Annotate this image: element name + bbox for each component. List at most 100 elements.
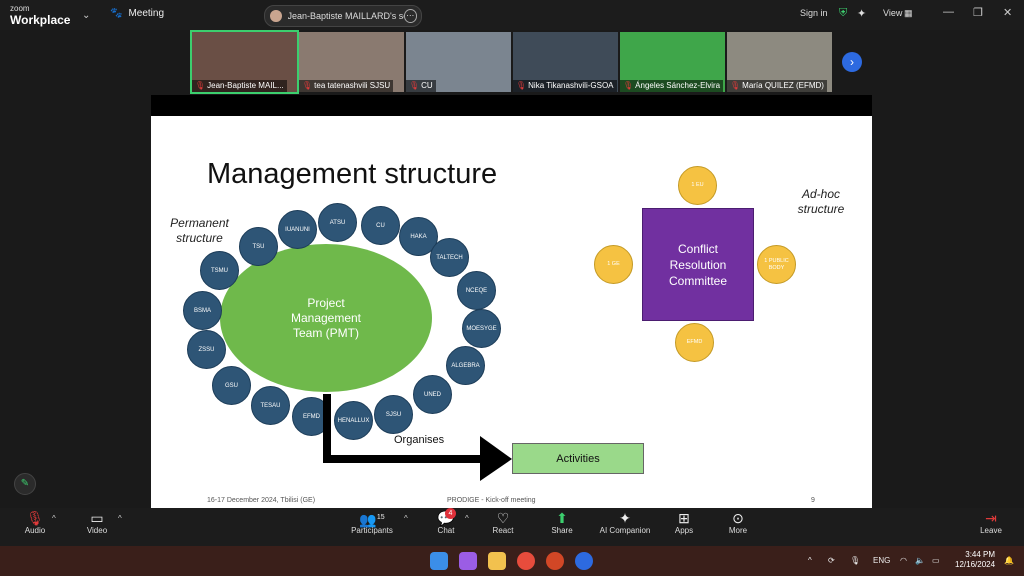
next-page-icon[interactable]: › — [842, 52, 862, 72]
sync-icon[interactable]: ⟳ — [828, 556, 835, 565]
video-label: Video — [86, 526, 108, 535]
react-button[interactable]: ♡React — [488, 510, 518, 535]
participant-thumbnail[interactable]: 🎙tea tatenashvili SJSU — [299, 32, 404, 92]
powerpoint-icon[interactable] — [546, 552, 564, 570]
shield-icon[interactable]: ⛨ — [839, 7, 848, 19]
heart-icon: ♡ — [496, 510, 510, 526]
react-label: React — [492, 526, 514, 535]
participant-thumbnail[interactable]: 🎙Ángeles Sánchez-Elvira — [620, 32, 725, 92]
brand-large: Workplace — [10, 13, 71, 27]
participant-thumbnail[interactable]: 🎙CU — [406, 32, 511, 92]
member-circle: MOESYGE — [462, 309, 501, 348]
organises-label: Organises — [394, 434, 445, 446]
restore-icon[interactable]: ❐ — [973, 7, 983, 19]
meeting-label: Meeting — [128, 8, 165, 19]
organises-arrow — [323, 394, 512, 481]
member-circle: UNED — [413, 375, 452, 414]
close-icon[interactable]: ✕ — [1003, 7, 1013, 19]
chat-options-icon[interactable]: ^ — [465, 514, 469, 523]
leave-label: Leave — [980, 526, 1002, 535]
slide-title: Management structure — [207, 158, 498, 190]
apps-label: Apps — [674, 526, 694, 535]
participant-thumbnail[interactable]: 🎙Jean-Baptiste MAIL... — [190, 30, 299, 94]
minimize-icon[interactable]: — — [943, 6, 954, 18]
more-icon[interactable]: ⋯ — [403, 9, 417, 23]
language-indicator[interactable]: ENG — [873, 556, 891, 565]
chrome-icon[interactable] — [517, 552, 535, 570]
sparkle-icon: ✦ — [619, 510, 631, 526]
participants-count: 15 — [376, 514, 385, 521]
video-options-icon[interactable]: ^ — [118, 514, 122, 523]
participant-thumbnail[interactable]: 🎙María QUILEZ (EFMD) — [727, 32, 832, 92]
more-label: More — [728, 526, 748, 535]
leave-button[interactable]: ⇥Leave — [976, 510, 1006, 535]
avatar — [270, 10, 282, 22]
member-circle: TSU — [239, 227, 278, 266]
participant-name: 🎙Ángeles Sánchez-Elvira — [620, 80, 724, 92]
video-button[interactable]: ▭Video — [82, 510, 112, 535]
member-circle: TSMU — [200, 251, 239, 290]
windows-taskbar — [0, 546, 1024, 576]
copilot-icon[interactable] — [459, 552, 477, 570]
clock[interactable]: 3:44 PM 12/16/2024 — [955, 550, 995, 570]
volume-icon[interactable]: 🔈 — [915, 556, 925, 565]
ai-companion-button[interactable]: ✦AI Companion — [597, 510, 653, 535]
battery-icon[interactable]: ▭ — [932, 556, 940, 565]
member-circle: GSU — [212, 366, 251, 405]
sign-in-link[interactable]: Sign in — [800, 8, 828, 18]
participants-options-icon[interactable]: ^ — [404, 514, 408, 523]
notification-icon[interactable]: 🔔 — [1004, 556, 1014, 565]
participant-thumbnail[interactable]: 🎙Nika Tikanashvili-GSOA — [513, 32, 618, 92]
apps-button[interactable]: ⊞Apps — [670, 510, 698, 535]
committee-label: Conflict Resolution Committee — [668, 241, 727, 288]
permanent-structure-label: Permanent structure — [170, 216, 229, 245]
slide-top-border — [151, 95, 872, 116]
ai-companion-label: AI Companion — [599, 526, 651, 535]
participant-name: 🎙María QUILEZ (EFMD) — [727, 80, 827, 92]
member-circle: ATSU — [318, 203, 357, 242]
member-circle: NCEQE — [457, 271, 496, 310]
participants-label: Participants — [351, 526, 393, 535]
audio-label: Audio — [24, 526, 46, 535]
apps-icon: ⊞ — [678, 510, 690, 526]
view-button[interactable]: View — [883, 8, 903, 18]
pmt-label: Project Management Team (PMT) — [290, 295, 362, 340]
footer-page-number: 9 — [811, 497, 815, 504]
member-circle: CU — [361, 206, 400, 245]
leave-icon: ⇥ — [985, 510, 997, 526]
pen-icon[interactable]: ✎ — [14, 473, 36, 495]
screen-share-pill[interactable]: Jean-Baptiste MAILLARD's screen ⋯ — [264, 5, 422, 27]
member-circle: BSMA — [183, 291, 222, 330]
file-explorer-icon[interactable] — [488, 552, 506, 570]
clock-date: 12/16/2024 — [955, 560, 996, 569]
chevron-down-icon[interactable]: ⌄ — [82, 10, 91, 21]
footer-date: 16-17 December 2024, Tbilisi (GE) — [207, 497, 316, 504]
tray-overflow-icon[interactable]: ^ — [808, 556, 812, 565]
activities-box: Activities — [512, 443, 644, 474]
zoom-icon[interactable] — [575, 552, 593, 570]
paw-icon: 🐾 — [110, 8, 123, 19]
member-circle: ZSSU — [187, 330, 226, 369]
wifi-icon[interactable]: ◠ — [900, 556, 907, 565]
audio-options-icon[interactable]: ^ — [52, 514, 56, 523]
share-button[interactable]: ⬆Share — [546, 510, 578, 535]
adhoc-member-circle: 1 EU — [678, 166, 717, 205]
start-icon[interactable] — [430, 552, 448, 570]
grid-icon[interactable]: ▦ — [904, 8, 913, 18]
sparkle-icon[interactable]: ✦ — [857, 8, 867, 20]
more-button[interactable]: ⊙More — [724, 510, 752, 535]
meeting-toolbar — [0, 508, 1024, 546]
member-circle: TALTECH — [430, 238, 469, 277]
participant-name: 🎙Nika Tikanashvili-GSOA — [513, 80, 617, 92]
audio-button[interactable]: 🎙Audio — [20, 510, 50, 535]
mic-tray-icon[interactable]: 🎙 — [850, 556, 861, 565]
share-screen-icon: ⬆ — [556, 510, 568, 526]
activities-label: Activities — [556, 452, 600, 465]
participant-name: 🎙CU — [406, 80, 436, 92]
meeting-menu[interactable]: 🐾 Meeting — [110, 8, 164, 19]
pmt-ellipse: Project Management Team (PMT) — [220, 244, 432, 392]
brand-small: zoom — [10, 4, 30, 13]
muted-mic-icon: 🎙 — [26, 510, 44, 526]
